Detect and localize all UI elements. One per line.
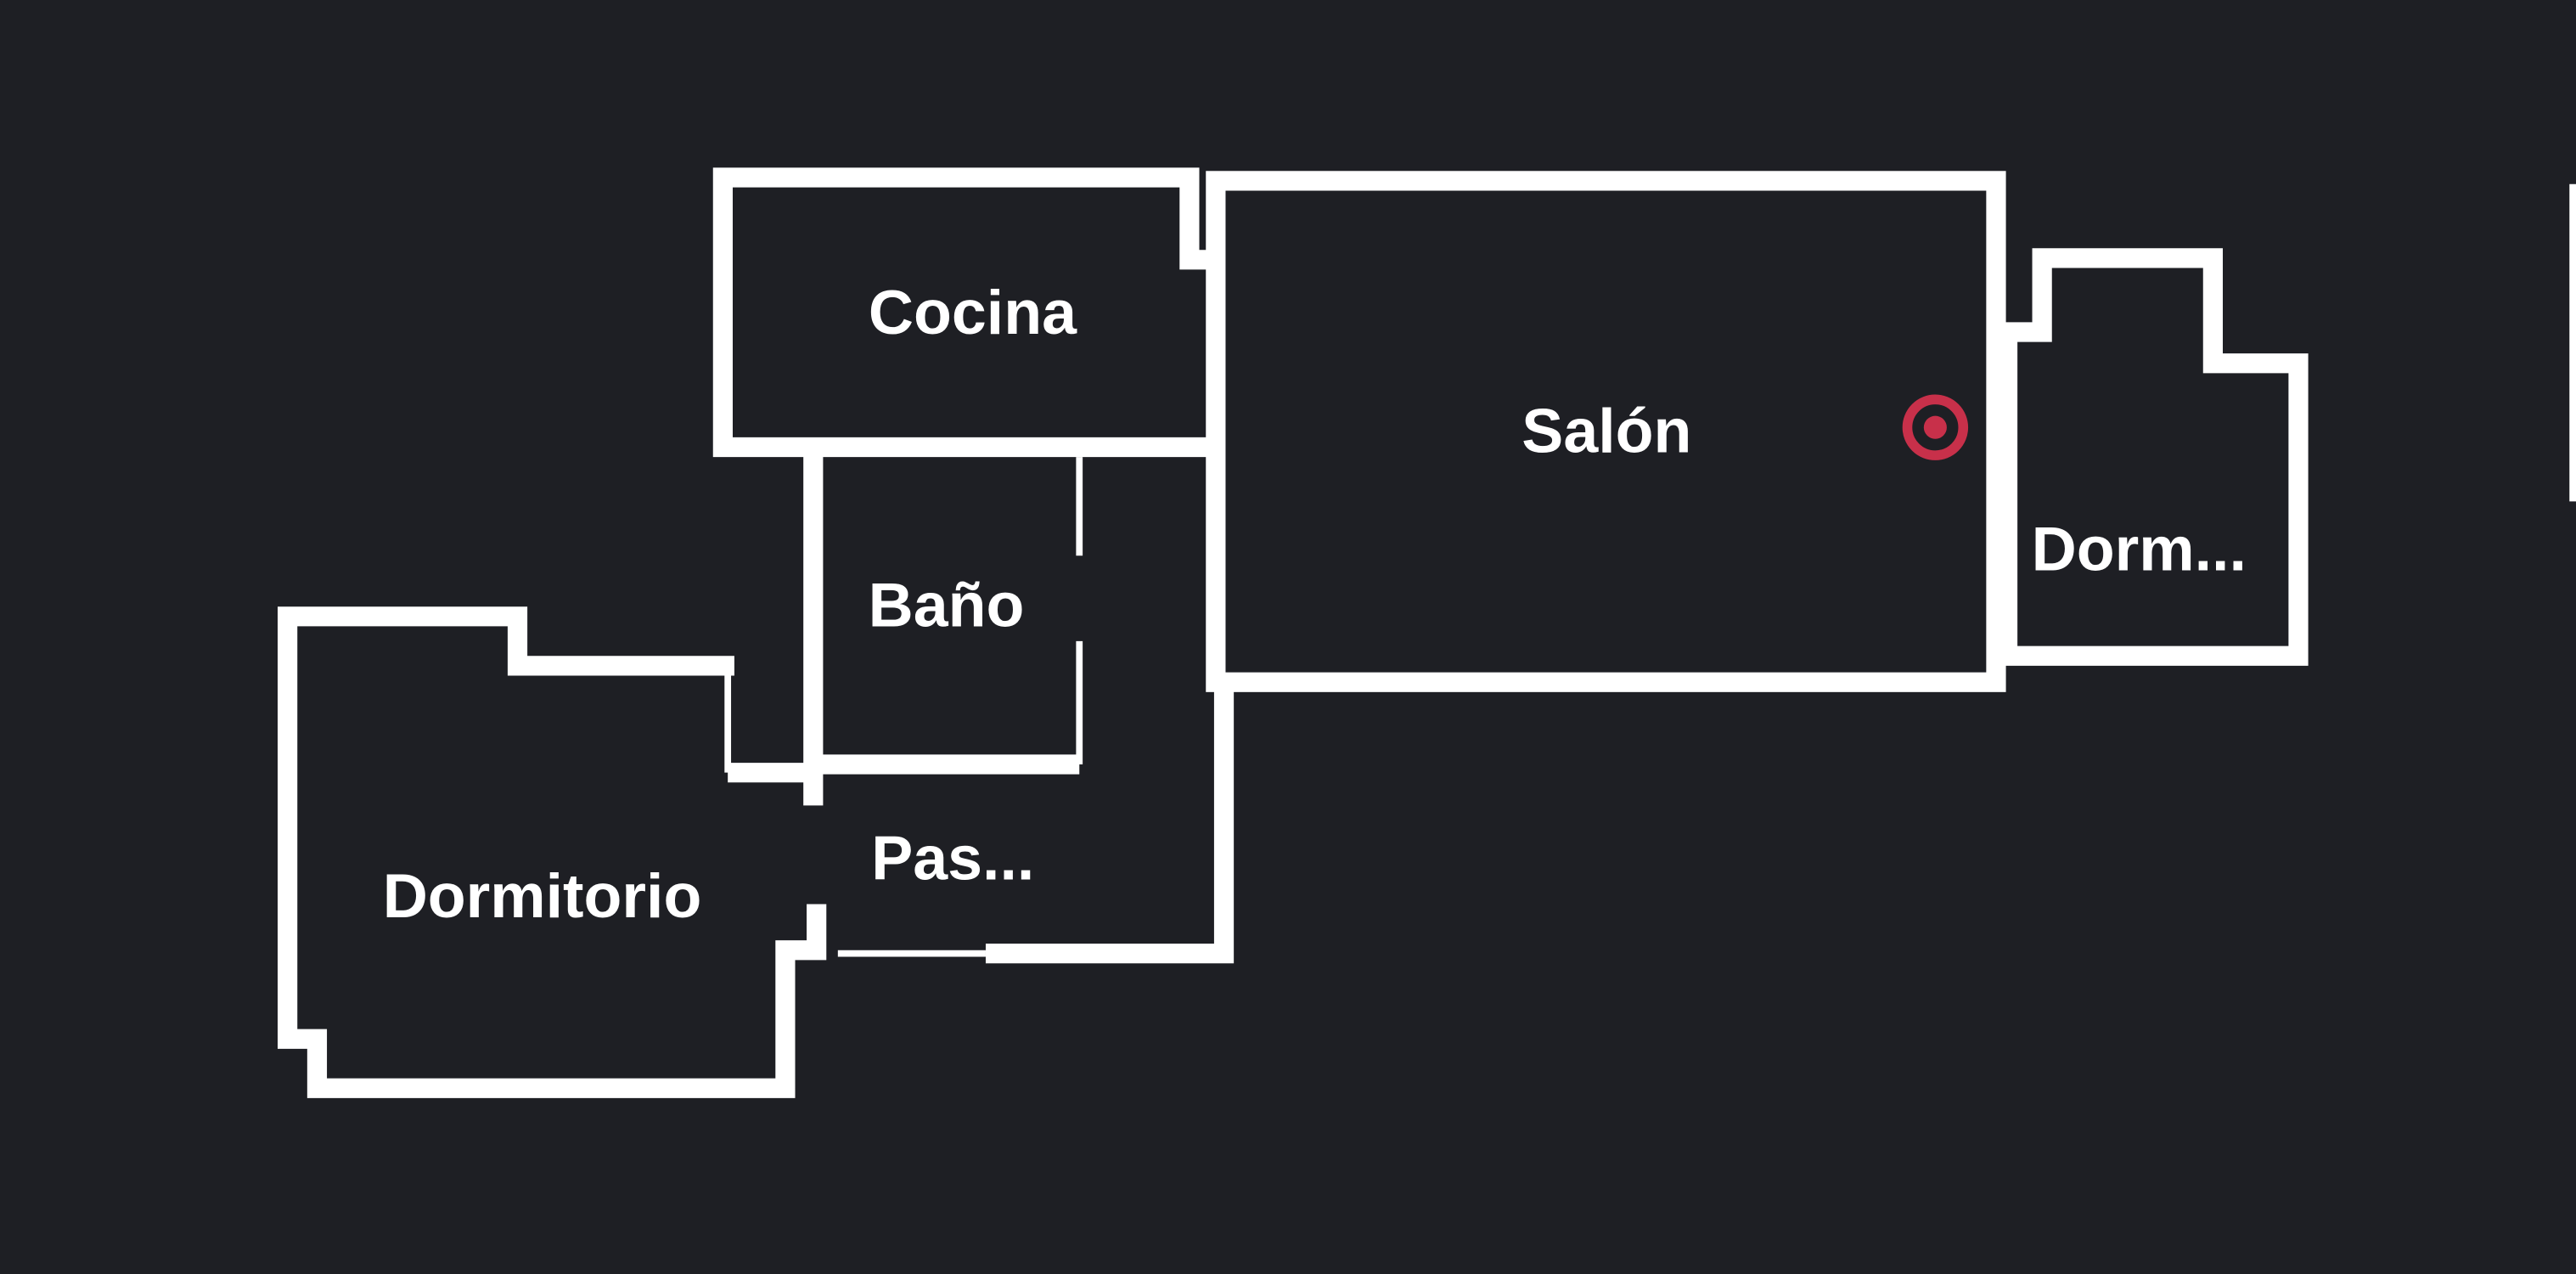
room-label-salon: Salón xyxy=(1521,395,1691,465)
pasillo-walls xyxy=(985,682,1235,964)
dormitorio-2-walls xyxy=(1997,248,2309,666)
dormitorio-1-walls xyxy=(278,606,827,1098)
salon-walls xyxy=(1206,171,2006,692)
room-label-pasillo: Pas... xyxy=(871,823,1034,893)
room-bano[interactable]: Baño xyxy=(803,447,1083,806)
room-salon[interactable]: Salón xyxy=(1206,171,2006,692)
room-label-bano: Baño xyxy=(869,569,1025,640)
room-label-dormitorio-2: Dorm... xyxy=(2032,514,2247,584)
room-label-dormitorio-1: Dormitorio xyxy=(383,860,702,931)
room-pasillo[interactable]: Pas... xyxy=(837,447,1235,964)
room-label-cocina: Cocina xyxy=(869,277,1077,347)
room-dormitorio-1[interactable]: Dormitorio xyxy=(278,606,827,1098)
room-dormitorio-2[interactable]: Dorm... xyxy=(1997,248,2309,666)
location-target-icon[interactable] xyxy=(1902,394,1969,460)
